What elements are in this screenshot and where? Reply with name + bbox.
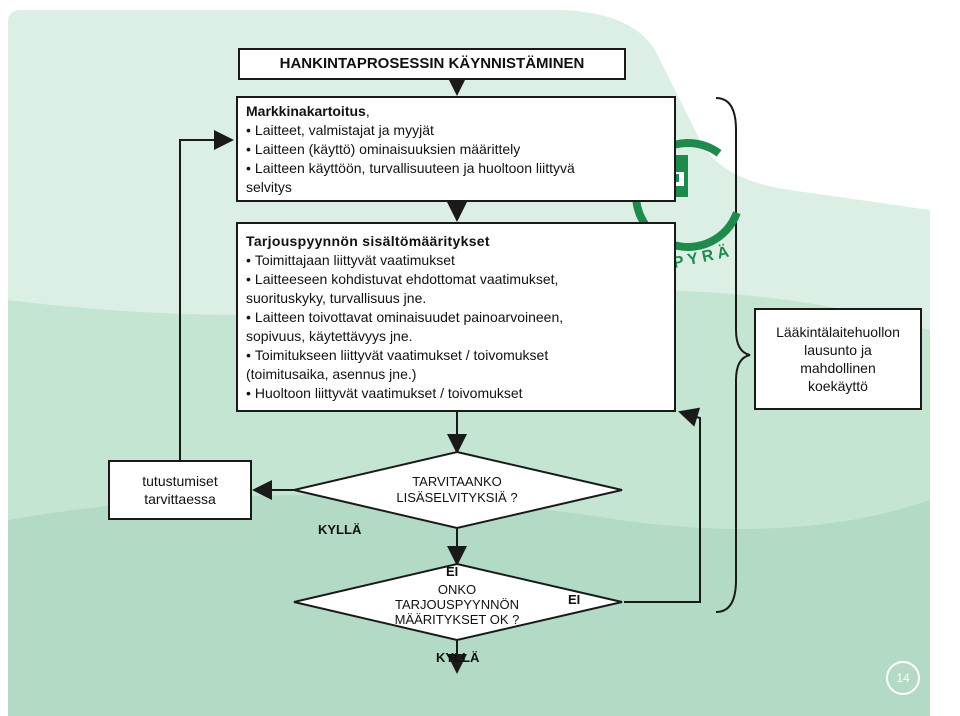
label-kylla-1: KYLLÄ (318, 522, 362, 537)
spec-heading: Tarjouspyynnön sisältömääritykset (246, 233, 490, 249)
spec-line: Toimittajaan liittyvät vaatimukset (246, 251, 666, 270)
market-heading: Markkinakartoitus (246, 103, 366, 119)
arrow-decision2-to-spec (624, 407, 701, 603)
visits-box: tutustumiset tarvittaessa (108, 460, 252, 520)
decision2-diamond (293, 562, 623, 642)
spec-box: Tarjouspyynnön sisältömääritykset Toimit… (236, 222, 676, 412)
spec-line: Huoltoon liittyvät vaatimukset / toivomu… (246, 384, 666, 403)
label-kylla-2: KYLLÄ (436, 650, 480, 665)
spec-line: Laitteen toivottavat ominaisuudet painoa… (246, 308, 666, 327)
arrow-left-to-market (179, 130, 234, 460)
market-item-cont: selvitys (246, 179, 292, 195)
label-ei-2: EI (568, 592, 581, 607)
spec-line: (toimitusaika, asennus jne.) (246, 366, 417, 382)
decision2-text: ONKO TARJOUSPYYNNÖN MÄÄRITYKSET OK ? (394, 582, 520, 627)
decision1-text: TARVITAANKO LISÄSELVITYKSIÄ ? (396, 474, 518, 505)
right-brace (715, 97, 751, 613)
market-item: Laitteet, valmistajat ja myyjät (246, 121, 666, 140)
market-item: Laitteen käyttöön, turvallisuuteen ja hu… (246, 159, 666, 178)
market-research-box: Markkinakartoitus, Laitteet, valmistajat… (236, 96, 676, 202)
spec-line: suorituskyky, turvallisuus jne. (246, 290, 427, 306)
market-item: Laitteen (käyttö) ominaisuuksien määritt… (246, 140, 666, 159)
decision1-diamond (293, 450, 623, 530)
spec-line: Laitteeseen kohdistuvat ehdottomat vaati… (246, 270, 666, 289)
process-title: HANKINTAPROSESSIN KÄYNNISTÄMINEN (238, 48, 626, 80)
spec-line: Toimitukseen liittyvät vaatimukset / toi… (246, 346, 666, 365)
spec-line: sopivuus, käytettävyys jne. (246, 328, 413, 344)
label-ei-1: EI (446, 564, 459, 579)
device-maintenance-box: Lääkintälaitehuollon lausunto ja mahdoll… (754, 308, 922, 410)
page-number: 14 (886, 661, 920, 695)
